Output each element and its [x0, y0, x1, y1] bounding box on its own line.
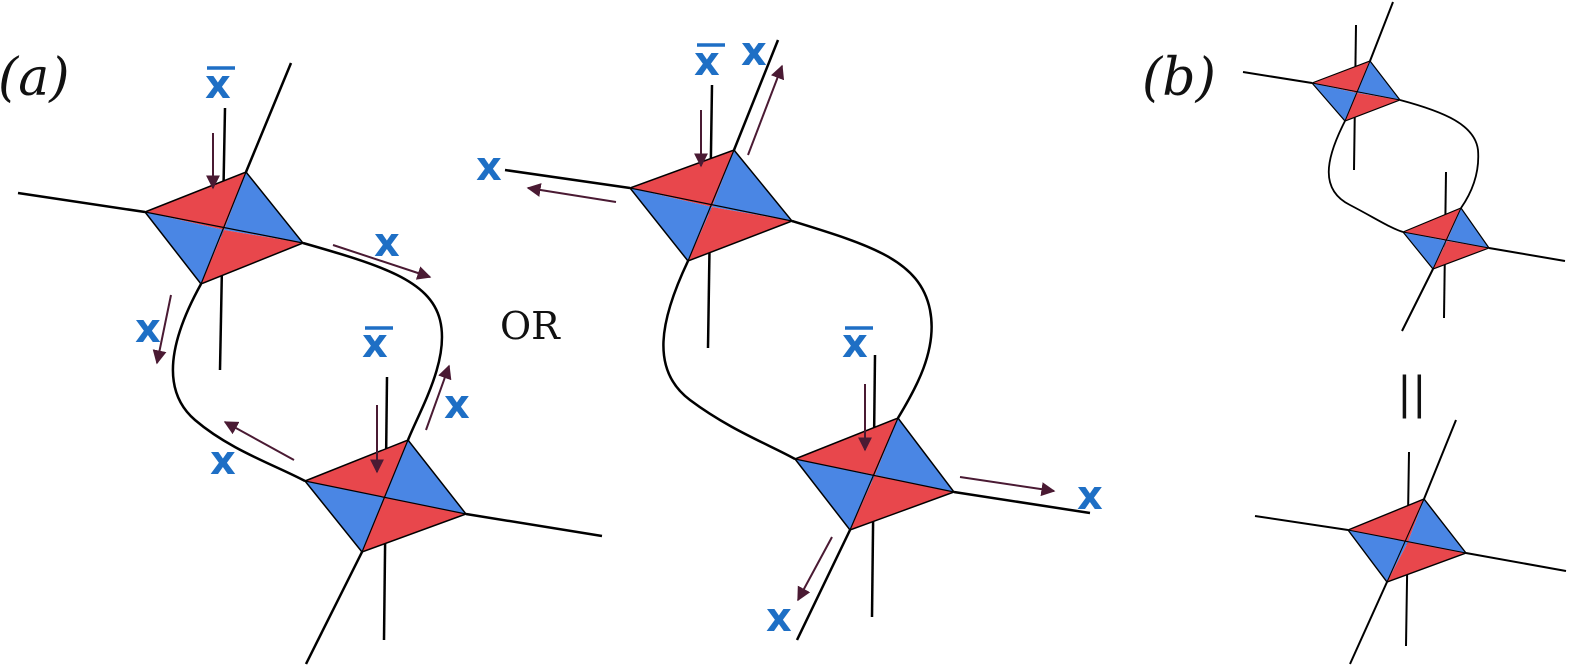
leg [465, 512, 603, 538]
leg [504, 168, 631, 190]
panel-a-label: (a) [0, 48, 70, 108]
x-label: x [374, 220, 400, 266]
leg [1401, 268, 1434, 332]
svg-text:x: x [205, 62, 231, 108]
leg [304, 551, 364, 665]
lower-vertex-tetrahedron [1402, 207, 1490, 270]
xbar-label: x [694, 39, 725, 85]
x-label: x [476, 144, 502, 190]
x-label: x [135, 306, 161, 352]
xbar-label: x [362, 321, 393, 367]
leg [244, 62, 293, 173]
leg [1465, 552, 1567, 572]
left-connector-curve [171, 283, 306, 483]
x-label: x [210, 438, 236, 484]
x-label: x [741, 29, 767, 75]
leg [1488, 247, 1566, 262]
flow-arrow [223, 421, 295, 461]
x-label: x [1077, 473, 1103, 519]
leg [1423, 419, 1457, 500]
leg [17, 191, 146, 214]
flow-arrow [425, 364, 452, 431]
leg [1242, 71, 1313, 84]
lower-vertex-tetrahedron [304, 439, 468, 553]
left-connector-curve [1328, 120, 1404, 233]
xbar-label: x [205, 62, 235, 108]
panel-b-label: (b) [1142, 48, 1216, 108]
panel-b-bottom-diagram [1254, 419, 1567, 665]
xbar-label: x [842, 321, 873, 367]
svg-text:x: x [694, 39, 720, 85]
leg [1369, 1, 1394, 62]
upper-vertex-tetrahedron [1311, 60, 1401, 122]
flow-arrow [747, 64, 785, 156]
panel-b-top-diagram [1242, 1, 1566, 332]
upper-vertex-tetrahedron [629, 149, 794, 262]
x-label: x [444, 382, 470, 428]
leg [1254, 515, 1349, 531]
left-connector-curve [662, 260, 796, 461]
flow-arrow [152, 294, 172, 365]
right-connector-curve [302, 241, 444, 441]
flow-arrow [526, 183, 617, 203]
leg [1349, 581, 1388, 665]
lower-vertex-tetrahedron [794, 417, 956, 531]
right-connector-curve [1399, 99, 1480, 209]
or-connector: OR [500, 304, 561, 348]
leg [732, 39, 780, 151]
panel-a-diagram-right: x x x x x x [476, 29, 1103, 641]
leg [953, 490, 1091, 515]
flow-arrow [332, 244, 432, 280]
flow-arrow [959, 476, 1056, 497]
merged-vertex-tetrahedron [1347, 498, 1468, 583]
panel-a-diagram-left: x x x x x x [17, 62, 603, 665]
leg [795, 529, 852, 641]
x-label: x [766, 595, 792, 641]
right-connector-curve [791, 219, 933, 419]
svg-text:x: x [842, 321, 868, 367]
svg-text:x: x [362, 321, 388, 367]
flow-arrow [797, 536, 833, 602]
equality-symbol: || [1397, 368, 1427, 419]
upper-vertex-tetrahedron [144, 171, 305, 285]
